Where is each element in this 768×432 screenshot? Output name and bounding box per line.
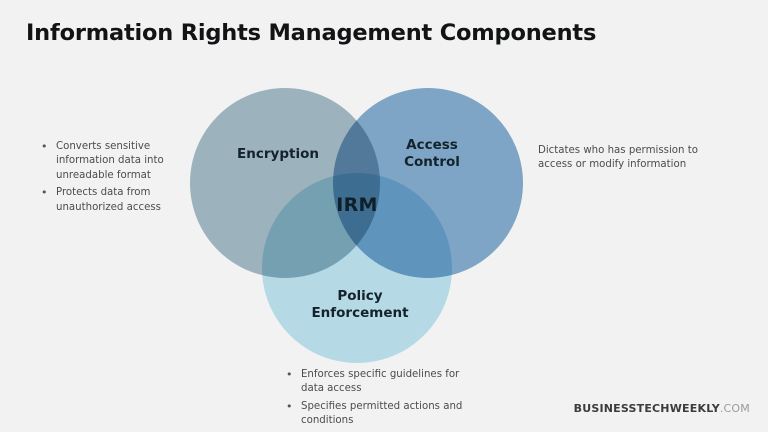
list-item: Converts sensitive information data into… (38, 139, 203, 183)
access-control-note-text: Dictates who has permission to access or… (538, 145, 698, 171)
list-item: Enforces specific guidelines for data ac… (283, 367, 483, 397)
venn-circle-policy-enforcement[interactable] (262, 173, 452, 363)
note-encryption: Converts sensitive information data into… (38, 139, 203, 218)
list-item: Specifies permitted actions and conditio… (283, 399, 483, 429)
page-title: Information Rights Management Components (26, 20, 597, 46)
encryption-bullet-list: Converts sensitive information data into… (38, 139, 203, 215)
policy-bullet-list: Enforces specific guidelines for data ac… (283, 367, 483, 429)
footer-watermark: BUSINESSTECHWEEKLY.COM (574, 402, 750, 415)
list-item: Protects data from unauthorized access (38, 185, 203, 215)
venn-diagram: Encryption Access Control Policy Enforce… (185, 82, 530, 372)
brand-name: BUSINESSTECHWEEKLY (573, 402, 720, 415)
venn-svg (190, 88, 523, 363)
note-policy-enforcement: Enforces specific guidelines for data ac… (283, 367, 483, 432)
note-access-control: Dictates who has permission to access or… (538, 144, 713, 173)
brand-tld: .COM (719, 402, 750, 415)
